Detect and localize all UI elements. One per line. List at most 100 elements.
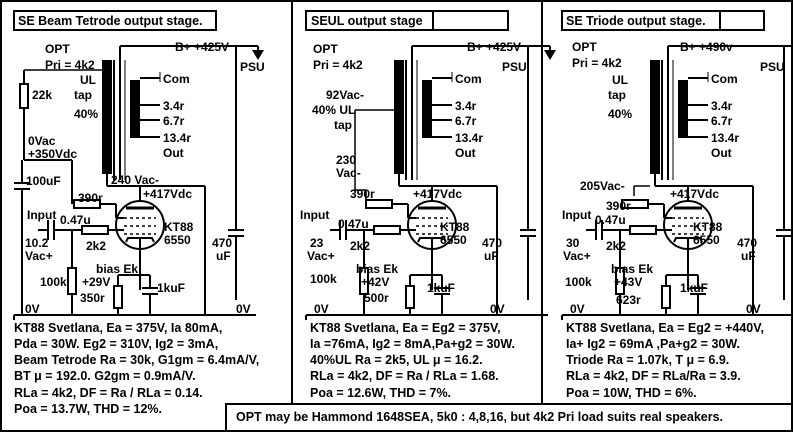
psu-label: PSU [240, 60, 265, 74]
sec-13r4: 13.4r [163, 131, 191, 145]
c-100uf-label: 100uF [26, 174, 61, 188]
v-bias-dc: +350Vdc [28, 147, 77, 161]
psu-label: PSU [760, 60, 785, 74]
coupling-c-label: 0.47u [595, 213, 626, 227]
anode-ac: 205Vac- [580, 179, 625, 193]
footer-note: OPT may be Hammond 1648SEA, 5k0 : 4,8,16… [236, 410, 723, 424]
ul-tap: tap [334, 118, 352, 132]
tube-type-2: 6550 [164, 233, 191, 247]
opt-label: OPT [572, 40, 597, 54]
anode-ac-unit: Vac- [336, 166, 361, 180]
spec-line: KT88 Svetlana, Ea = Eg2 = 375V, [310, 321, 501, 335]
ground-label-1: 0V [570, 302, 585, 316]
spec-line: KT88 Svetlana, Ea = 375V, Ia 80mA, [14, 321, 222, 335]
primary-label: Pri = 4k2 [572, 56, 622, 70]
spec-block: KT88 Svetlana, Ea = 375V, Ia 80mA, Pda =… [14, 321, 259, 416]
panel-triode: SE Triode output stage. OPT Pri = 4k2 UL… [560, 9, 793, 400]
input-label: Input [300, 208, 329, 222]
spec-line: Poa = 12.6W, THD = 7%. [310, 386, 451, 400]
anode-dc: +417Vdc [143, 187, 192, 201]
panel-title: SEUL output stage [311, 14, 423, 28]
psu-c-value: 470 [482, 236, 502, 250]
v-in-value: 10.2 [25, 236, 49, 250]
panel-title: SE Triode output stage. [566, 14, 706, 28]
sec-com: Com [455, 72, 482, 86]
footer-box [225, 403, 793, 432]
r-22k [19, 83, 29, 109]
spec-line: RLa = 4k2, DF = RLa/Ra = 3.9. [566, 369, 741, 383]
sec-13r4: 13.4r [711, 131, 739, 145]
v-in-value: 30 [566, 236, 580, 250]
panel-seul: SEUL output stage OPT Pri = 4k2 B+ +425V… [300, 9, 558, 400]
sec-6r7: 6.7r [711, 114, 733, 128]
sec-com: Com [163, 72, 190, 86]
coupling-c-label: 0.47u [60, 213, 91, 227]
panel-title: SE Beam Tetrode output stage. [18, 14, 203, 28]
sec-out: Out [711, 146, 732, 160]
cathode-r-label: 500r [364, 291, 389, 305]
ground-label-1: 0V [314, 302, 329, 316]
tap-percent: 40% [608, 107, 632, 121]
psu-c-value: 470 [737, 236, 757, 250]
psu-c-unit: uF [216, 249, 231, 263]
spec-block: KT88 Svetlana, Ea = Eg2 = 375V, Ia =76mA… [310, 321, 515, 400]
sec-3r4: 3.4r [455, 99, 477, 113]
ul-label: UL [612, 73, 628, 87]
sec-3r4: 3.4r [711, 99, 733, 113]
ground-label-2: 0V [746, 302, 761, 316]
sec-13r4: 13.4r [455, 131, 483, 145]
cathode-v: +29V [82, 275, 110, 289]
cathode-v: +43V [614, 275, 642, 289]
grid-r-label: 2k2 [606, 239, 626, 253]
r-22k-label: 22k [32, 88, 52, 102]
grid-leak-label: 100k [310, 272, 337, 286]
grid-r-label: 2k2 [350, 239, 370, 253]
input-label: Input [562, 208, 591, 222]
psu-c-value: 470 [212, 236, 232, 250]
anode-dc: +417Vdc [670, 187, 719, 201]
spec-line: Pda = 30W. Eg2 = 310V, Ig2 = 3mA, [14, 337, 218, 351]
spec-line: Ia =76mA, Ig2 = 8mA,Pa+g2 = 30W. [310, 337, 515, 351]
anode-ac: 240 Vac- [111, 173, 159, 187]
sec-6r7: 6.7r [163, 114, 185, 128]
spec-line: RLa = 4k2, DF = Ra / RLa = 0.14. [14, 386, 203, 400]
spec-line: BT μ = 192.0. G2gm = 0.9mA/V. [14, 369, 196, 383]
tube-type-1: KT88 [164, 220, 194, 234]
coupling-c-label: 0.47u [338, 217, 369, 231]
psu-c-unit: uF [741, 249, 756, 263]
tap-label: tap [608, 88, 626, 102]
psu-c-unit: uF [484, 249, 499, 263]
tube-type-1: KT88 [440, 220, 470, 234]
psu-label: PSU [502, 60, 527, 74]
ul-voltage: 92Vac- [326, 88, 364, 102]
bplus-label: B+ +425V [175, 40, 229, 54]
tap-percent: 40% [74, 107, 98, 121]
spec-block: KT88 Svetlana, Ea = Eg2 = +440V, Ia+ Ig2… [566, 321, 764, 400]
ground-label-2: 0V [236, 302, 251, 316]
bplus-label: B+ +425V [467, 40, 521, 54]
spec-line: 40%UL Ra = 2k5, UL μ = 16.2. [310, 353, 483, 367]
spec-line: Beam Tetrode Ra = 30k, G1gm = 6.4mA/V, [14, 353, 259, 367]
grid-leak-label: 100k [565, 275, 592, 289]
cathode-c-label: 1kuF [680, 281, 708, 295]
ground-label-2: 0V [490, 302, 505, 316]
panel-beam-tetrode: SE Beam Tetrode output stage. OPT Pri = … [12, 9, 266, 416]
tube-type-2: 6550 [693, 233, 720, 247]
bias-label: bias Ek [96, 262, 138, 276]
screen-r-label: 390r [350, 187, 375, 201]
tap-label: tap [74, 88, 92, 102]
spec-line: Poa = 10W, THD = 6%. [566, 386, 697, 400]
spec-line: KT88 Svetlana, Ea = Eg2 = +440V, [566, 321, 764, 335]
cathode-v: +42V [361, 275, 389, 289]
input-label: Input [27, 208, 56, 222]
anode-dc: +417Vdc [413, 187, 462, 201]
v-in-unit: Vac+ [307, 249, 335, 263]
screen-r-label: 390r [78, 191, 103, 205]
cathode-r-label: 623r [616, 293, 641, 307]
v-in-unit: Vac+ [25, 249, 53, 263]
cathode-c-label: 1kuF [157, 281, 185, 295]
spec-line: Ia+ Ig2 = 69mA ,Pa+g2 = 30W. [566, 337, 740, 351]
primary-label: Pri = 4k2 [313, 58, 363, 72]
cathode-c-label: 1kuF [427, 281, 455, 295]
